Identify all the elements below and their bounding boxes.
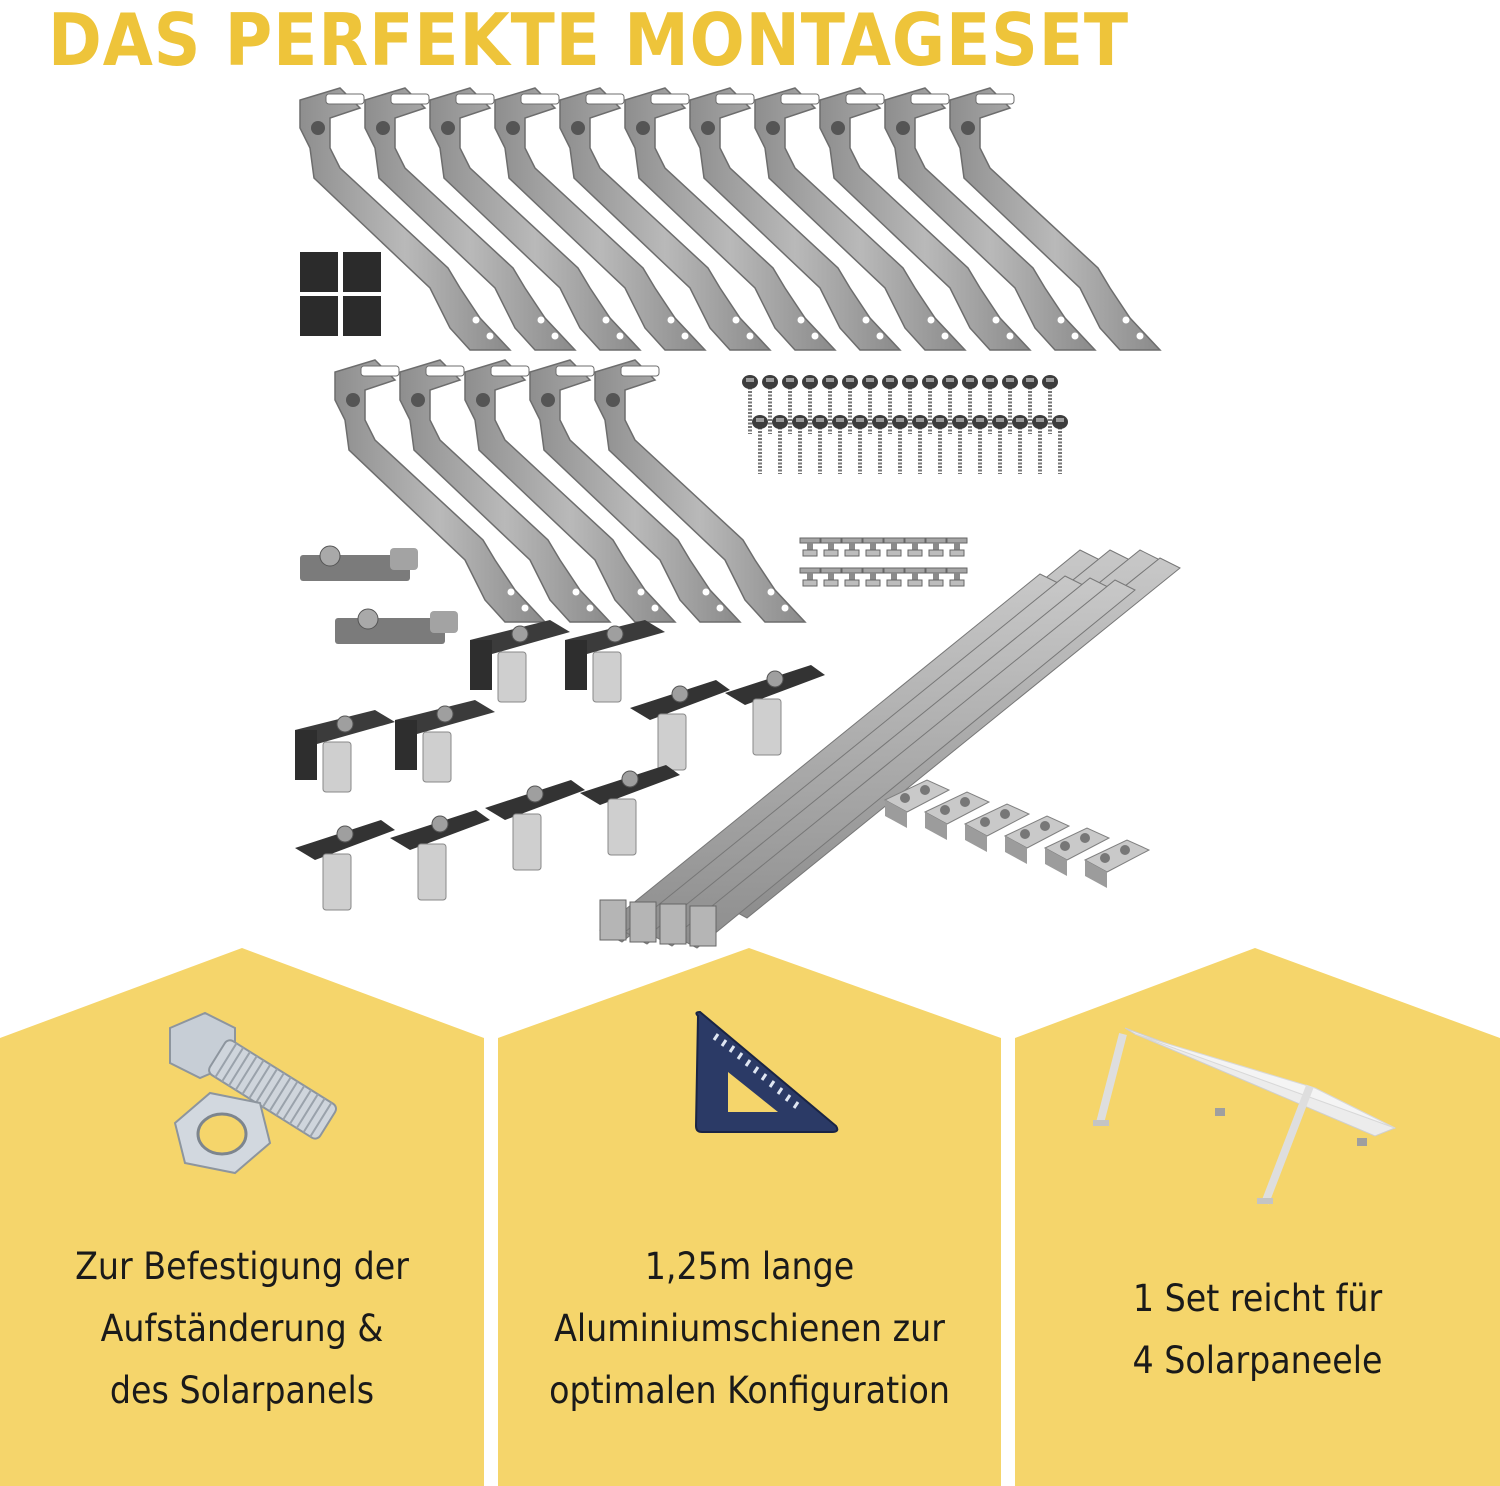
rail-connectors bbox=[884, 779, 1150, 889]
feature-card-panels: 1 Set reicht für 4 Solarpaneele bbox=[1015, 948, 1500, 1486]
cross-connectors bbox=[300, 545, 458, 644]
solar-panel-stand-icon bbox=[1093, 1027, 1397, 1205]
card-2-text: 1,25m lange Aluminiumschienen zur optima… bbox=[523, 1236, 976, 1422]
card-1-line-1: Zur Befestigung der bbox=[75, 1245, 409, 1288]
hammer-head-bolts bbox=[799, 537, 968, 587]
card-2-line-3: optimalen Konfiguration bbox=[549, 1369, 950, 1412]
card-1-text: Zur Befestigung der Aufständerung & des … bbox=[24, 1236, 460, 1422]
bolt-nut-icon bbox=[169, 1011, 337, 1175]
card-2-line-2: Aluminiumschienen zur bbox=[554, 1307, 945, 1350]
card-3-text: 1 Set reicht für 4 Solarpaneele bbox=[1039, 1268, 1476, 1392]
card-2-line-1: 1,25m lange bbox=[644, 1245, 855, 1288]
page-title: DAS PERFEKTE MONTAGESET bbox=[48, 0, 1130, 82]
aluminium-rails bbox=[599, 549, 1181, 949]
card-1-line-2: Aufständerung & bbox=[100, 1307, 384, 1350]
feature-card-rails: 1,25m lange Aluminiumschienen zur optima… bbox=[498, 948, 1001, 1486]
card-1-line-3: des Solarpanels bbox=[109, 1369, 375, 1412]
set-square-ruler-icon bbox=[694, 1010, 839, 1133]
end-caps bbox=[300, 252, 381, 336]
card-3-line-1: 1 Set reicht für bbox=[1132, 1277, 1383, 1320]
roof-hooks-row-2 bbox=[334, 359, 806, 623]
end-clamps bbox=[294, 619, 666, 793]
wood-screws bbox=[740, 373, 1070, 476]
product-image-mounting-kit bbox=[294, 87, 1181, 949]
card-3-line-2: 4 Solarpaneele bbox=[1132, 1339, 1383, 1382]
feature-card-fastening: Zur Befestigung der Aufständerung & des … bbox=[0, 948, 484, 1486]
roof-hooks-row-1 bbox=[299, 87, 1161, 351]
